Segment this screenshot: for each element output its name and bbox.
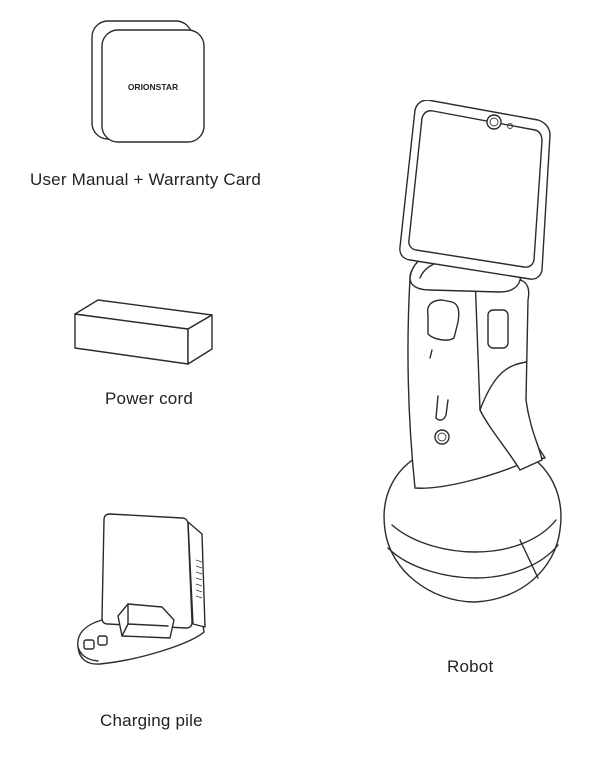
brand-text: ORIONSTAR: [128, 82, 178, 92]
panel-front: [101, 513, 193, 629]
robot-label: Robot: [447, 657, 494, 676]
manual-front-shape: [101, 29, 205, 143]
box-side: [187, 314, 213, 365]
robot-illustration: [370, 100, 570, 610]
charging-pile-illustration: [70, 512, 220, 672]
power-cord-label: Power cord: [105, 389, 193, 408]
charging-pile-label: Charging pile: [100, 711, 203, 730]
camera-icon: [486, 114, 502, 130]
front-recess: [426, 299, 460, 341]
robot-head: [399, 100, 551, 280]
power-cord-illustration: [70, 296, 220, 368]
manual-label: User Manual + Warranty Card: [30, 170, 262, 189]
side-port: [487, 309, 509, 349]
front-button: [434, 429, 450, 445]
manual-illustration: ORIONSTAR: [88, 16, 213, 146]
